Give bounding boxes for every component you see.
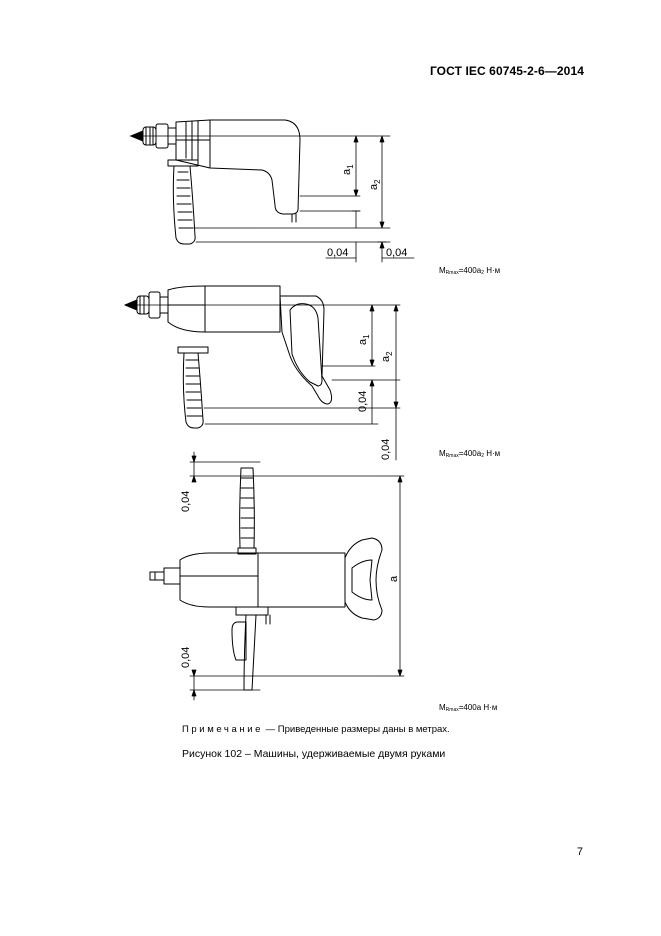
dim-004-label-3a: 0,04 [180, 491, 192, 512]
note-label: Примечание [182, 724, 263, 735]
drill-1-dimensions [129, 135, 415, 263]
page-number: 7 [576, 846, 583, 858]
dim-004-label-1b: 0,04 [386, 247, 407, 259]
moment-label-3: MRmax=400a Н·м [439, 703, 498, 713]
moment-label-2: MRmax=400a2 Н·м [439, 449, 501, 459]
dim-a2-label-2: a2 [380, 351, 394, 362]
dim-a1-label-2: a1 [357, 334, 371, 345]
drill-2-drawing [124, 285, 333, 429]
figure-note: Примечание — Приведенные размеры даны в … [182, 724, 450, 735]
dim-004-label-1a: 0,04 [327, 247, 348, 259]
dim-a1-label-1: a1 [341, 164, 355, 175]
dim-a-label-3: a [388, 575, 400, 582]
drill-3-drawing [149, 467, 383, 691]
drill-2-dimensions [124, 304, 401, 461]
figure-caption: Рисунок 102 – Машины, удерживаемые двумя… [182, 748, 446, 760]
moment-label-1: MRmax=400a2 Н·м [439, 266, 501, 276]
dim-004-label-2b: 0,04 [380, 439, 392, 460]
standard-id: ГОСТ IEC 60745-2-6—2014 [429, 64, 584, 78]
note-text: — Приведенные размеры даны в метрах. [263, 724, 450, 735]
drill-1-drawing [130, 119, 301, 245]
dim-004-label-2a: 0,04 [357, 391, 369, 412]
dim-a2-label-1: a2 [368, 179, 382, 190]
dim-004-label-3b: 0,04 [180, 647, 192, 668]
drill-3-dimensions [189, 451, 405, 701]
